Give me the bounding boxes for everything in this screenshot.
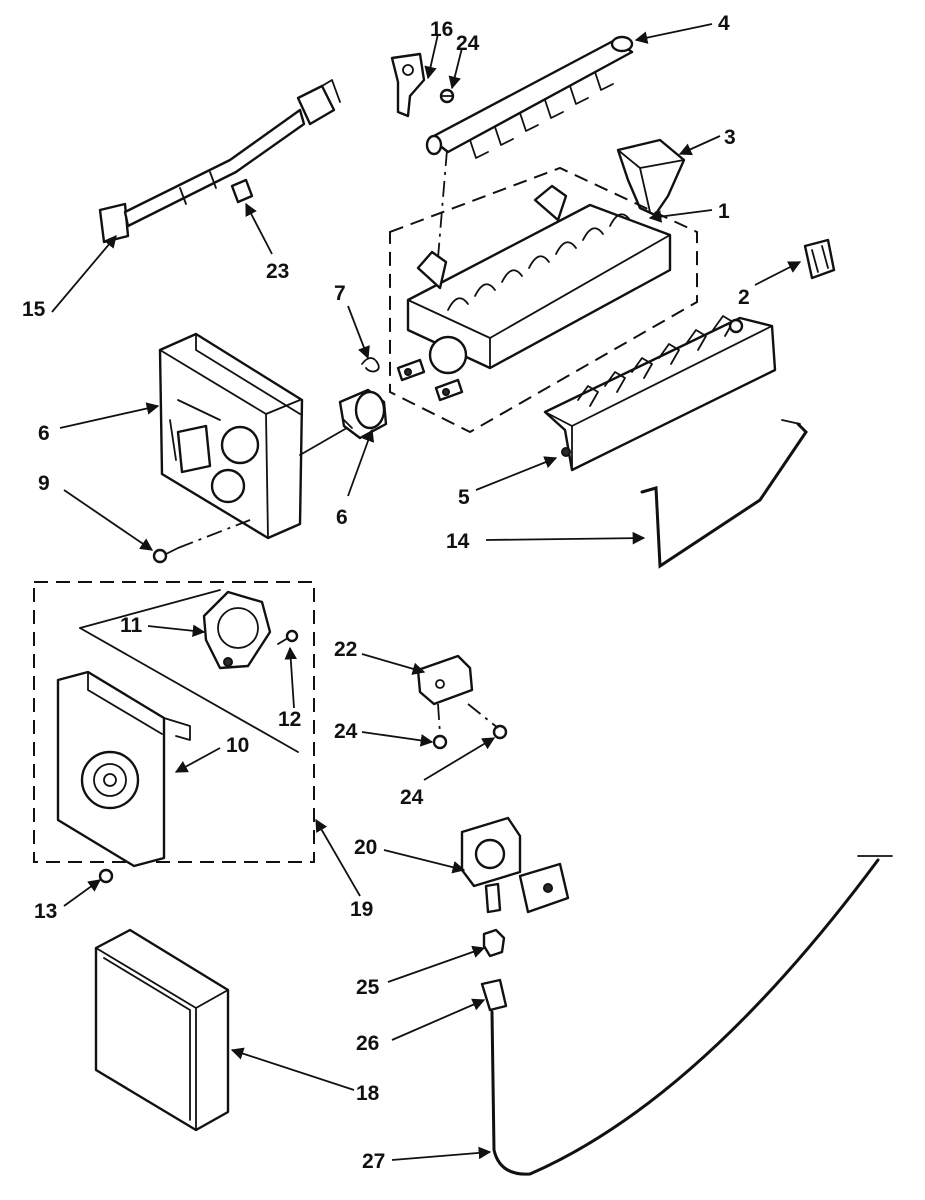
callout-12: 12 bbox=[278, 708, 301, 731]
callout-22: 22 bbox=[334, 638, 357, 661]
callout-9: 9 bbox=[38, 472, 50, 495]
part-13-screw bbox=[98, 868, 114, 884]
part-26-ferrule bbox=[480, 978, 508, 1012]
shaft-line bbox=[299, 424, 353, 456]
callout-23: 23 bbox=[266, 260, 289, 283]
part-11-motor bbox=[79, 589, 299, 753]
part-6-housing bbox=[158, 332, 304, 540]
callout-15: 15 bbox=[22, 298, 46, 321]
callout-7: 7 bbox=[334, 282, 346, 305]
part-12-screw bbox=[277, 629, 299, 645]
part-9-screw bbox=[152, 547, 179, 564]
part-1-mold-assembly bbox=[389, 166, 698, 434]
part-20-water-valve bbox=[460, 816, 570, 914]
part-24-screw-top bbox=[439, 88, 455, 104]
part-5-heater-rail bbox=[543, 315, 777, 472]
callout-27: 27 bbox=[362, 1150, 385, 1173]
callout-20: 20 bbox=[354, 836, 377, 859]
part-19-motor-assembly-group bbox=[33, 581, 315, 863]
part-14-shutoff-arm bbox=[640, 419, 808, 569]
callout-6-cap: 6 bbox=[336, 506, 348, 529]
part-27-water-tube bbox=[490, 855, 893, 1176]
callout-13: 13 bbox=[34, 900, 57, 923]
part-15-wire-harness bbox=[98, 79, 341, 244]
callout-18: 18 bbox=[356, 1082, 380, 1105]
callout-4: 4 bbox=[718, 12, 730, 35]
part-2-clip bbox=[803, 238, 836, 280]
callout-26: 26 bbox=[356, 1032, 379, 1055]
part-22-bracket bbox=[416, 654, 474, 706]
part-4-ejector-arm bbox=[425, 35, 634, 159]
callout-25: 25 bbox=[356, 976, 380, 999]
part-6-motor-cap bbox=[338, 388, 388, 440]
part-3-cover bbox=[616, 138, 686, 217]
part-23-clip bbox=[230, 178, 254, 204]
assembly-line-lower bbox=[177, 519, 251, 549]
callout-6-housing: 6 bbox=[38, 422, 50, 445]
leader-arrows bbox=[51, 23, 802, 1161]
callout-16: 16 bbox=[430, 18, 453, 41]
callout-24-low: 24 bbox=[400, 786, 424, 809]
callout-24-mid: 24 bbox=[334, 720, 358, 743]
callout-11: 11 bbox=[120, 614, 143, 637]
callout-labels: 4 16 24 3 1 23 7 2 15 6 9 5 6 14 11 22 1… bbox=[22, 12, 750, 1173]
callout-19: 19 bbox=[350, 898, 373, 921]
callout-2: 2 bbox=[738, 286, 750, 309]
callout-3: 3 bbox=[724, 126, 736, 149]
part-25-nut bbox=[482, 928, 506, 958]
callout-10: 10 bbox=[226, 734, 249, 757]
part-10-mounting-plate bbox=[56, 670, 191, 868]
callout-1: 1 bbox=[718, 200, 730, 223]
callout-5: 5 bbox=[458, 486, 470, 509]
callout-14: 14 bbox=[446, 530, 470, 553]
part-7-spring bbox=[361, 357, 380, 373]
callout-24-top: 24 bbox=[456, 32, 480, 55]
part-24-screw-mid bbox=[432, 703, 508, 750]
part-18-ice-bin bbox=[94, 928, 230, 1132]
part-16-bracket bbox=[390, 52, 426, 118]
